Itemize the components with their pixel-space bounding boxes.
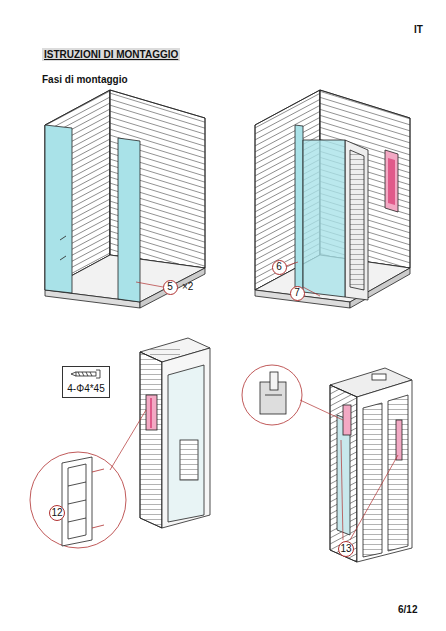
callout-number: 7 <box>290 286 305 301</box>
quantity-label: ×2 <box>182 281 193 292</box>
sauna-door-frame <box>255 90 410 308</box>
bracket-detail <box>242 365 302 425</box>
callout-number: 12 <box>49 505 65 521</box>
callout-number: 13 <box>338 541 354 557</box>
node-text: 5 <box>167 282 173 292</box>
node-text: 4-Φ4*45 <box>67 384 104 394</box>
section-heading: Fasi di montaggio <box>42 74 128 85</box>
sauna-closed-cabinet <box>140 338 210 528</box>
node-text: 13 <box>340 544 351 554</box>
backrest-detail <box>30 452 126 548</box>
language-tag: IT <box>414 24 423 35</box>
sauna-open-frame <box>45 90 205 308</box>
screw-icon <box>71 370 100 378</box>
hardware-box: 4-Φ4*45 <box>62 366 109 398</box>
callout-number: 6 <box>272 260 287 275</box>
node-text: 12 <box>51 508 62 518</box>
page-number: 6/12 <box>398 604 417 615</box>
sauna-complete <box>330 368 412 562</box>
node-text: 7 <box>294 288 300 298</box>
page-title: ISTRUZIONI DI MONTAGGIO <box>42 48 180 61</box>
node-text: 6 <box>276 262 282 272</box>
callout-number: 5 <box>163 280 178 295</box>
